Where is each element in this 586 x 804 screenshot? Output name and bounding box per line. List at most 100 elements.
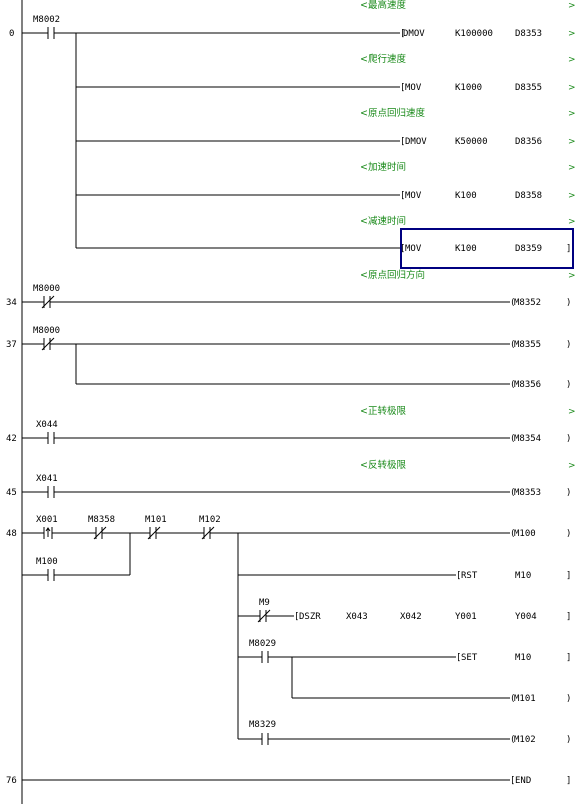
selection-cursor[interactable] — [400, 228, 574, 269]
svg-text:): ) — [566, 735, 571, 745]
svg-text:): ) — [566, 340, 571, 350]
coil-label[interactable]: M101 — [514, 694, 536, 704]
svg-text:[: [ — [400, 29, 405, 39]
svg-text:]: ] — [566, 776, 571, 786]
svg-text:M101: M101 — [145, 515, 167, 525]
svg-text:M8000: M8000 — [33, 326, 60, 336]
svg-text:]: ] — [566, 653, 571, 663]
contact-m100[interactable] — [22, 533, 131, 581]
svg-text:34: 34 — [6, 298, 17, 308]
instr-op[interactable]: RST — [461, 571, 478, 581]
svg-text:(: ( — [510, 694, 515, 704]
contact-label-m8002: M8002 — [33, 15, 60, 25]
comment-max-speed: <最高速度 — [360, 0, 406, 11]
contact-x041[interactable] — [22, 486, 510, 498]
svg-text:(: ( — [510, 380, 515, 390]
svg-text:K100: K100 — [455, 191, 477, 201]
coil-label[interactable]: M8353 — [514, 488, 541, 498]
instr-op[interactable]: DMOV — [405, 137, 427, 147]
contact-m102-nc[interactable] — [201, 526, 510, 540]
contact-m8358-nc[interactable] — [93, 526, 150, 540]
svg-text:>: > — [568, 191, 576, 201]
svg-text:>: > — [568, 163, 576, 173]
svg-text:[: [ — [400, 244, 405, 254]
contact-m8002[interactable] — [22, 27, 400, 39]
svg-text:): ) — [566, 694, 571, 704]
svg-text:37: 37 — [6, 340, 17, 350]
svg-text:>: > — [568, 461, 576, 471]
instr-op[interactable]: MOV — [405, 191, 422, 201]
svg-text:]: ] — [566, 571, 571, 581]
svg-text:>: > — [568, 83, 576, 93]
svg-text:>: > — [568, 137, 576, 147]
svg-text:): ) — [566, 529, 571, 539]
svg-text:>: > — [568, 407, 576, 417]
svg-text:[: [ — [400, 83, 405, 93]
contact-x001-pulse[interactable] — [22, 527, 96, 539]
instr-op[interactable]: MOV — [405, 83, 422, 93]
svg-text:(: ( — [510, 735, 515, 745]
svg-text:K100: K100 — [455, 244, 477, 254]
svg-text:(: ( — [510, 434, 515, 444]
svg-text:[: [ — [400, 191, 405, 201]
contact-m8000-nc[interactable] — [22, 337, 510, 351]
svg-text:M102: M102 — [199, 515, 221, 525]
instr-op[interactable]: DMOV — [403, 29, 425, 39]
svg-text:42: 42 — [6, 434, 17, 444]
svg-text:): ) — [566, 380, 571, 390]
svg-text:]: ] — [566, 244, 571, 254]
svg-text:48: 48 — [6, 529, 17, 539]
coil-label[interactable]: M8352 — [514, 298, 541, 308]
svg-text:[: [ — [456, 653, 461, 663]
contact-m8000-nc[interactable] — [22, 295, 510, 309]
contact-m8329[interactable] — [238, 733, 510, 745]
coil-label[interactable]: M100 — [514, 529, 536, 539]
instr-operand: K100000 — [455, 29, 493, 39]
svg-text:[: [ — [400, 137, 405, 147]
contact-m9-nc[interactable] — [238, 609, 294, 623]
instr-op-end[interactable]: END — [515, 776, 531, 786]
svg-text:M8000: M8000 — [33, 284, 60, 294]
svg-text:>: > — [568, 29, 576, 39]
svg-text:K1000: K1000 — [455, 83, 482, 93]
svg-text:[: [ — [510, 776, 515, 786]
coil-label[interactable]: M8354 — [514, 434, 541, 444]
svg-text:M10: M10 — [515, 653, 531, 663]
comment-rev-limit: <反转极限 — [360, 459, 406, 471]
instr-op[interactable]: SET — [461, 653, 478, 663]
comment-home-dir: <原点回归方向 — [360, 269, 425, 281]
svg-text:M8029: M8029 — [249, 639, 276, 649]
instr-operand: D8353 — [515, 29, 542, 39]
instr-op[interactable]: MOV — [405, 244, 422, 254]
svg-text:(: ( — [510, 488, 515, 498]
svg-text:X041: X041 — [36, 474, 58, 484]
comment-accel-time: <加速时间 — [360, 161, 406, 173]
svg-text:>: > — [568, 55, 576, 65]
svg-text:X001: X001 — [36, 515, 58, 525]
svg-text:>: > — [568, 217, 576, 227]
coil-label[interactable]: M102 — [514, 735, 536, 745]
svg-text:[: [ — [456, 571, 461, 581]
svg-text:M100: M100 — [36, 557, 58, 567]
contact-m8029[interactable] — [238, 651, 456, 663]
coil-label[interactable]: M8355 — [514, 340, 541, 350]
svg-text:]: ] — [566, 612, 571, 622]
svg-text:D8359: D8359 — [515, 244, 542, 254]
contact-m101-nc[interactable] — [147, 526, 204, 540]
svg-text:K50000: K50000 — [455, 137, 488, 147]
instr-op[interactable]: DSZR — [299, 612, 321, 622]
svg-text:(: ( — [510, 298, 515, 308]
svg-text:X044: X044 — [36, 420, 58, 430]
svg-text:>: > — [568, 109, 576, 119]
svg-text:M10: M10 — [515, 571, 531, 581]
svg-text:M8358: M8358 — [88, 515, 115, 525]
contact-x044[interactable] — [22, 432, 510, 444]
comment-fwd-limit: <正转极限 — [360, 405, 406, 417]
svg-text:): ) — [566, 488, 571, 498]
svg-text:): ) — [566, 434, 571, 444]
svg-text:Y004: Y004 — [515, 612, 537, 622]
comment-home-speed: <原点回归速度 — [360, 107, 425, 119]
coil-label[interactable]: M8356 — [514, 380, 541, 390]
comment-arrow: > — [568, 1, 576, 11]
